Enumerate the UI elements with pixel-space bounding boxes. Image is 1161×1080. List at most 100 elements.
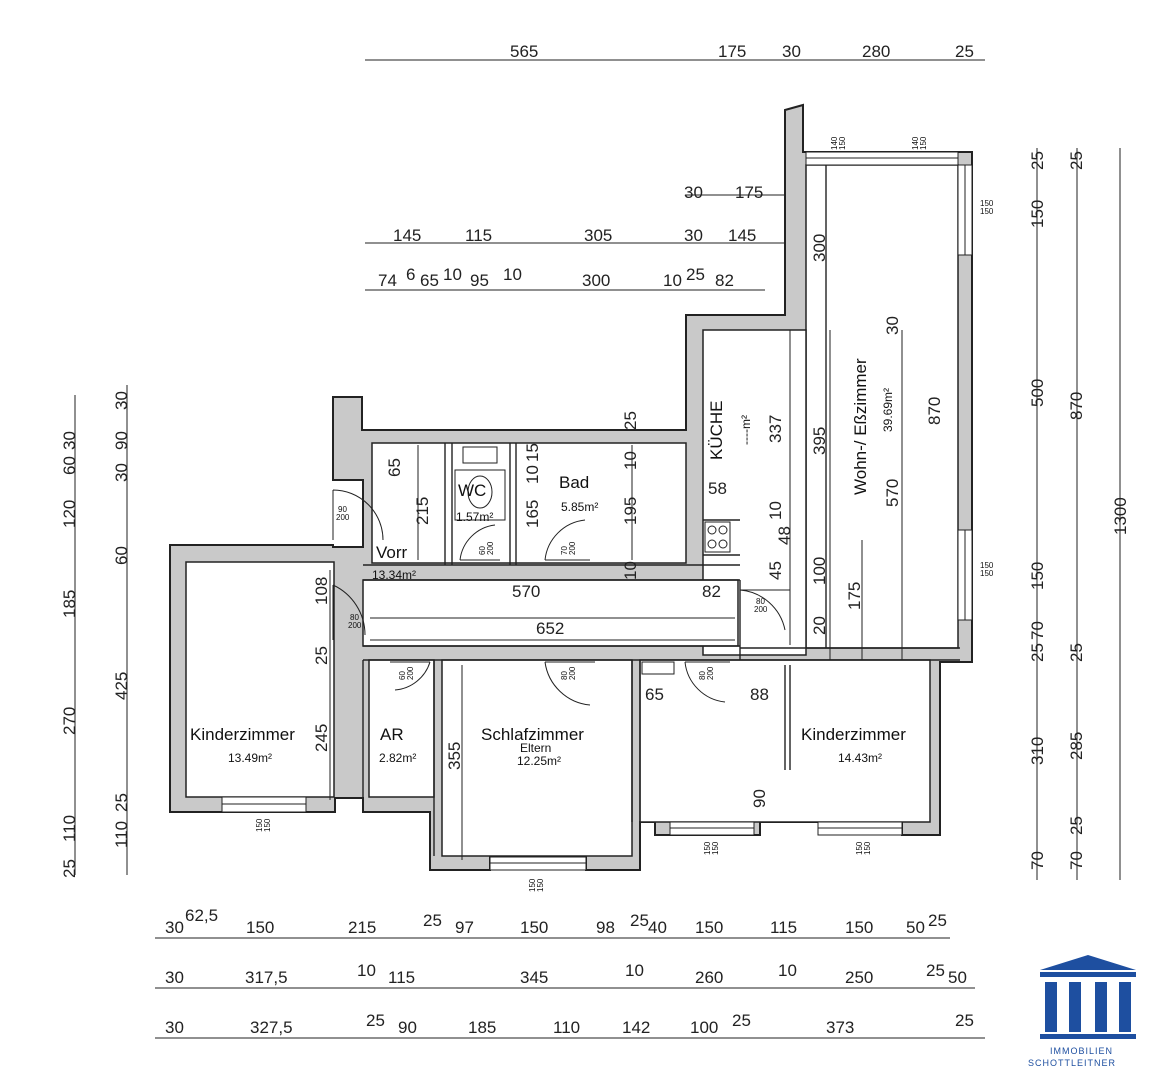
room-wohn-name: Wohn-/ Eßzimmer [851, 358, 870, 495]
room-kinder1-area: 13.49m² [228, 751, 272, 765]
door-label-d5: 80 [560, 671, 569, 680]
door-label-d2b: 200 [348, 621, 362, 630]
logo-text-line2: SCHOTTLEITNER [1028, 1058, 1116, 1068]
dim-right-70a: 70 [1028, 621, 1047, 640]
dim-bottom3-373: 373 [826, 1018, 854, 1037]
win-label-e: 150 [255, 818, 264, 832]
room-vorr-name: Vorr [376, 543, 408, 562]
dim-right-150a: 150 [1028, 200, 1047, 228]
dim-left2-110: 110 [112, 821, 131, 848]
dim-bottom3-25a: 25 [366, 1011, 385, 1030]
left-dimensions: 30 120 185 270 110 25 60 30 90 30 60 425… [60, 391, 131, 878]
dim-wohn-870: 870 [925, 397, 944, 425]
dim-bottom-40: 40 [648, 918, 667, 937]
dim-corridor-652: 652 [536, 619, 564, 638]
room-wc-name: WC [458, 481, 486, 500]
dim-bottom2-345: 345 [520, 968, 548, 987]
win-label-g2: 150 [711, 841, 720, 855]
win-label-f2: 150 [536, 878, 545, 892]
dim-top4-82: 82 [715, 271, 734, 290]
dim-bad-10a: 10 [621, 451, 640, 470]
room-kinder2-name: Kinderzimmer [801, 725, 906, 744]
dim-corridor-570: 570 [512, 582, 540, 601]
door-label-d6: 80 [698, 671, 707, 680]
dim-top4-6: 6 [406, 265, 415, 284]
room-wc-area: 1.57m² [456, 510, 493, 524]
dim-bad-25: 25 [621, 411, 640, 430]
dim-bottom-215: 215 [348, 918, 376, 937]
logo-base [1040, 1034, 1136, 1039]
dim-bottom3-25c: 25 [955, 1011, 974, 1030]
dim-left-270: 270 [60, 707, 79, 735]
win-label-a2: 150 [838, 136, 847, 150]
win-label-h2: 150 [863, 841, 872, 855]
dim-wohn-395: 395 [810, 427, 829, 455]
dim-wohn-20: 20 [810, 616, 829, 635]
dim-bottom-25b: 25 [630, 911, 649, 930]
dim-left2-25: 25 [112, 793, 131, 812]
logo-column-4 [1119, 982, 1131, 1032]
dim-top4-25: 25 [686, 265, 705, 284]
room-kinder1-name: Kinderzimmer [190, 725, 295, 744]
logo-column-2 [1069, 982, 1081, 1032]
dim-top4-10b: 10 [503, 265, 522, 284]
room-labels: Wohn-/ Eßzimmer 39.69m² KÜCHE ----m² Bad… [190, 358, 906, 768]
bottom-dimensions: 30 62,5 150 215 25 97 150 98 25 40 150 1… [165, 906, 974, 1037]
win-label-d: 150 [980, 561, 994, 570]
dim-top3-305: 305 [584, 226, 612, 245]
dim-top-30: 30 [782, 42, 801, 61]
dim-schlaf-355: 355 [445, 742, 464, 770]
logo-text-line1: IMMOBILIEN [1050, 1046, 1113, 1056]
room-bad-name: Bad [559, 473, 589, 492]
inner-dimensions: 570 82 652 215 65 165 10 15 195 10 10 25… [312, 234, 944, 808]
dimension-lines [74, 59, 1121, 1039]
top-dimensions: 565 175 30 280 25 30 175 145 115 305 30 … [378, 42, 974, 290]
dim-bottom-150a: 150 [246, 918, 274, 937]
dim-top-25: 25 [955, 42, 974, 61]
dim-kinder2-90: 90 [750, 789, 769, 808]
dim-bottom3-142: 142 [622, 1018, 650, 1037]
dim-kinder2-88: 88 [750, 685, 769, 704]
dim-top3-115: 115 [465, 226, 492, 245]
dim-right-500: 500 [1028, 379, 1047, 407]
room-kueche-name: KÜCHE [707, 400, 726, 460]
win-label-f: 150 [528, 878, 537, 892]
door-label-d8: 60 [478, 546, 487, 555]
dim-wohn-300: 300 [810, 234, 829, 262]
right-dimensions: 25 150 500 150 25 70 310 70 25 870 25 28… [1028, 151, 1130, 870]
dim-bottom2-260: 260 [695, 968, 723, 987]
dim-bottom-150b: 150 [520, 918, 548, 937]
dim-left-120: 120 [60, 500, 79, 528]
dim-top4-10c: 10 [663, 271, 682, 290]
door-label-d4b: 200 [406, 666, 415, 680]
fixtures [454, 446, 731, 675]
dim-bottom2-30: 30 [165, 968, 184, 987]
dim-right2-25a: 25 [1067, 151, 1086, 170]
dim-kueche-337: 337 [766, 415, 785, 443]
dim-wohn-30: 30 [883, 316, 902, 335]
dim-left-60: 60 [60, 456, 79, 475]
dim-right-25b: 25 [1028, 643, 1047, 662]
door-label-d5b: 200 [568, 666, 577, 680]
room-schlaf-name: Schlafzimmer [481, 725, 584, 744]
win-label-d2: 150 [980, 569, 994, 578]
dim-wohn-570: 570 [883, 479, 902, 507]
win-label-b2: 150 [919, 136, 928, 150]
dim-wc-165: 165 [523, 500, 542, 528]
room-ar-name: AR [380, 725, 404, 744]
dim-kinder1-245: 245 [312, 724, 331, 752]
dim-top-175: 175 [718, 42, 746, 61]
company-logo: IMMOBILIEN SCHOTTLEITNER [1028, 955, 1136, 1068]
dim-bottom-115: 115 [770, 918, 797, 937]
dim-kinder1-25: 25 [312, 646, 331, 665]
opening-labels: 140 150 140 150 150 150 150 150 150 150 … [255, 136, 994, 892]
dim-left2-425: 425 [112, 672, 131, 700]
dim-bottom3-25b: 25 [732, 1011, 751, 1030]
dim-left-30a: 30 [60, 431, 79, 450]
doors [332, 489, 790, 706]
dim-top2-175: 175 [735, 183, 763, 202]
logo-beam [1040, 972, 1136, 977]
room-ar-area: 2.82m² [379, 751, 416, 765]
win-label-a: 140 [830, 136, 839, 150]
dim-bottom3-3275: 327,5 [250, 1018, 293, 1037]
